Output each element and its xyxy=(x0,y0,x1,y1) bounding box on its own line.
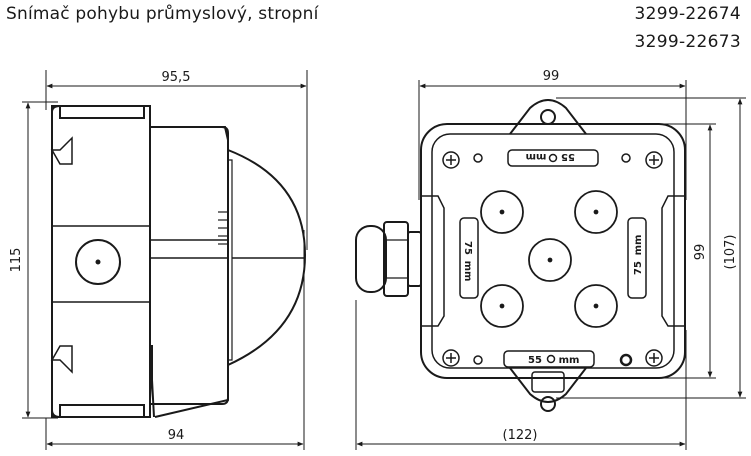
top-mounting-tab xyxy=(509,99,587,135)
front-height-inner-label: 99 xyxy=(693,244,708,261)
bottom-mounting-tab xyxy=(509,367,587,403)
svg-text:mm: mm xyxy=(462,261,473,282)
page-title: Snímač pohybu průmyslový, stropní xyxy=(6,4,319,24)
svg-text:mm: mm xyxy=(559,355,580,366)
svg-text:mm: mm xyxy=(526,151,547,162)
side-view xyxy=(22,70,308,450)
side-dome-lens xyxy=(227,149,307,366)
label-75-right: 75 mm xyxy=(633,235,644,275)
label-75-left: 75 mm xyxy=(462,241,473,281)
svg-text:55: 55 xyxy=(561,151,575,162)
product-code-2: 3299-22673 xyxy=(634,32,741,52)
side-housing-body xyxy=(51,105,229,418)
cable-gland xyxy=(355,221,422,297)
front-width-top-label: 99 xyxy=(543,69,560,84)
svg-text:75: 75 xyxy=(462,241,473,255)
side-height-label: 115 xyxy=(9,248,24,273)
label-55-top: 55 mm xyxy=(526,151,575,162)
label-55-bottom: 55 mm xyxy=(528,355,579,366)
side-width-top-label: 95,5 xyxy=(162,70,191,85)
side-knob xyxy=(75,239,121,285)
front-height-outer-label: (107) xyxy=(723,235,738,270)
sensor-lenses xyxy=(480,190,618,328)
svg-text:mm: mm xyxy=(633,235,644,256)
side-width-top-dimension xyxy=(45,70,308,250)
product-code-1: 3299-22674 xyxy=(634,4,741,24)
front-height-dimensions xyxy=(556,97,746,399)
svg-text:75: 75 xyxy=(633,261,644,275)
svg-text:55: 55 xyxy=(528,355,542,366)
front-view xyxy=(355,80,746,450)
side-width-bottom-label: 94 xyxy=(168,428,185,443)
corner-screws xyxy=(442,151,663,367)
front-width-bottom-label: (122) xyxy=(503,428,538,443)
